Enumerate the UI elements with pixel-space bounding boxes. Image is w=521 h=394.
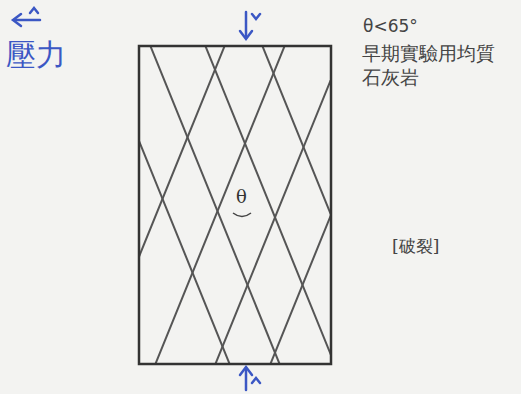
rock-sample bbox=[139, 46, 331, 364]
angle-note: θ<65° bbox=[363, 16, 418, 37]
material-note: 早期實驗用均質石灰岩 bbox=[362, 42, 507, 90]
force-label: 壓力 bbox=[6, 36, 66, 74]
type-note: [破裂] bbox=[392, 236, 439, 257]
angle-symbol: θ bbox=[234, 186, 249, 209]
fracture-lines bbox=[140, 47, 330, 363]
angle-arc bbox=[233, 213, 251, 217]
